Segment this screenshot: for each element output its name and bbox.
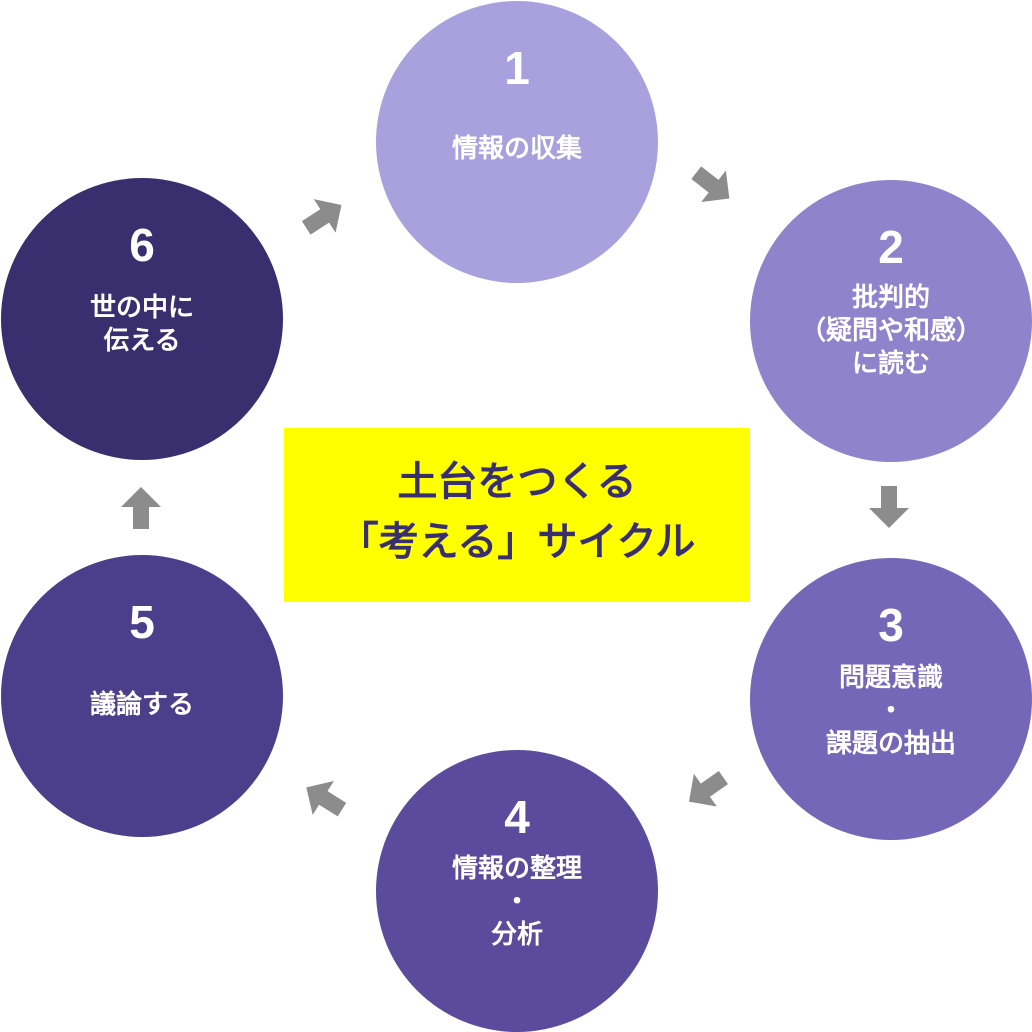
step-3-label-line: 問題意識 bbox=[838, 663, 943, 693]
step-4-label: 情報の整理 ・ 分析 bbox=[376, 853, 658, 952]
step-4-label-line: 情報の整理 bbox=[451, 854, 582, 884]
step-5-label-line: 議論する bbox=[89, 690, 194, 720]
step-6-label-line: 伝える bbox=[103, 326, 181, 356]
arrow-4-to-5-icon bbox=[295, 770, 353, 827]
step-3-number: 3 bbox=[878, 599, 904, 651]
step-6-label-line: 世の中に bbox=[89, 293, 194, 323]
step-6-number: 6 bbox=[129, 219, 155, 271]
arrow-2-to-3-icon bbox=[869, 486, 909, 528]
title-line-1: 土台をつくる bbox=[397, 459, 637, 505]
step-1-label: 情報の収集 bbox=[376, 133, 658, 166]
step-2-label-line: 批判的 bbox=[851, 283, 930, 313]
step-2-label: 批判的 （疑問や和感） に読む bbox=[750, 282, 1032, 381]
step-1-label-line: 情報の収集 bbox=[451, 134, 582, 164]
step-4-number: 4 bbox=[504, 791, 530, 843]
arrow-5-to-6-icon bbox=[121, 487, 161, 529]
step-2-number: 2 bbox=[878, 221, 904, 273]
step-3-label-line: ・ bbox=[877, 696, 904, 726]
step-6-circle: 6 世の中に 伝える bbox=[1, 178, 283, 460]
step-1-circle: 1 情報の収集 bbox=[376, 1, 658, 283]
step-5-circle: 5 議論する bbox=[1, 555, 283, 837]
step-2-label-line: に読む bbox=[851, 349, 930, 379]
step-2-circle: 2 批判的 （疑問や和感） に読む bbox=[750, 180, 1032, 462]
arrow-1-to-2-icon bbox=[683, 156, 742, 215]
arrow-6-to-1-icon bbox=[295, 188, 353, 245]
step-4-circle: 4 情報の整理 ・ 分析 bbox=[376, 750, 658, 1032]
step-6-label: 世の中に 伝える bbox=[1, 292, 283, 358]
step-5-label: 議論する bbox=[1, 689, 283, 722]
center-title-box: 土台をつくる 「考える」サイクル bbox=[284, 428, 750, 602]
step-3-label-line: 課題の抽出 bbox=[825, 729, 956, 759]
step-4-label-line: 分析 bbox=[490, 920, 543, 950]
step-3-circle: 3 問題意識 ・ 課題の抽出 bbox=[750, 558, 1032, 840]
title-line-2: 「考える」サイクル bbox=[338, 519, 696, 565]
step-2-label-line: （疑問や和感） bbox=[799, 316, 982, 346]
arrow-3-to-4-icon bbox=[677, 761, 735, 819]
step-4-label-line: ・ bbox=[503, 887, 530, 917]
step-5-number: 5 bbox=[129, 596, 155, 648]
step-3-label: 問題意識 ・ 課題の抽出 bbox=[750, 662, 1032, 761]
step-1-number: 1 bbox=[504, 42, 530, 94]
